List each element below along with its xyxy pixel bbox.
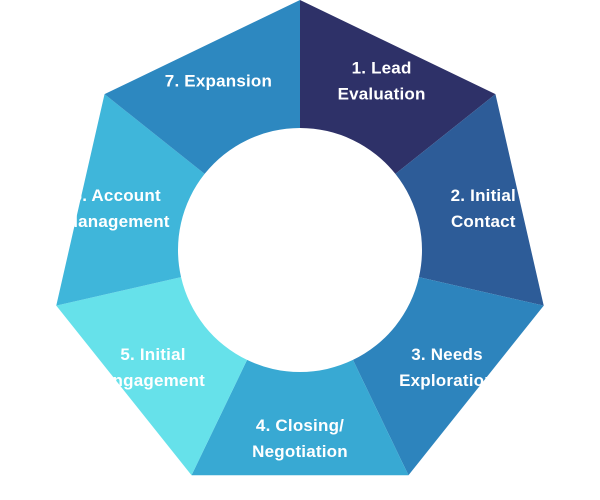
segment-7 bbox=[104, 0, 300, 174]
segment-2-label-line: 2. Initial bbox=[451, 186, 516, 205]
segment-3-label-line: Exploration bbox=[399, 371, 495, 390]
segment-2-label-line: Contact bbox=[451, 212, 516, 231]
segment-3 bbox=[352, 277, 544, 476]
segment-7-label: 7. Expansion bbox=[165, 72, 272, 91]
segment-5 bbox=[56, 277, 248, 476]
segment-5-label-line: Engagement bbox=[101, 371, 205, 390]
segment-4-label: 4. Closing/Negotiation bbox=[252, 416, 348, 461]
segment-4 bbox=[191, 359, 409, 476]
segment-6 bbox=[56, 94, 205, 306]
segment-6-label-line: 6. Account bbox=[73, 186, 161, 205]
segments-group bbox=[56, 0, 544, 476]
segment-7-label-line: 7. Expansion bbox=[165, 72, 272, 91]
segment-1-label-line: 1. Lead bbox=[352, 59, 412, 78]
segment-6-label-line: Management bbox=[64, 212, 170, 231]
segment-4-label-line: 4. Closing/ bbox=[256, 416, 344, 435]
segment-1-label-line: Evaluation bbox=[338, 85, 426, 104]
segment-3-label-line: 3. Needs bbox=[411, 345, 483, 364]
segment-4-label-line: Negotiation bbox=[252, 442, 348, 461]
segment-2 bbox=[395, 94, 544, 306]
segment-5-label-line: 5. Initial bbox=[120, 345, 185, 364]
segment-1 bbox=[300, 0, 496, 174]
